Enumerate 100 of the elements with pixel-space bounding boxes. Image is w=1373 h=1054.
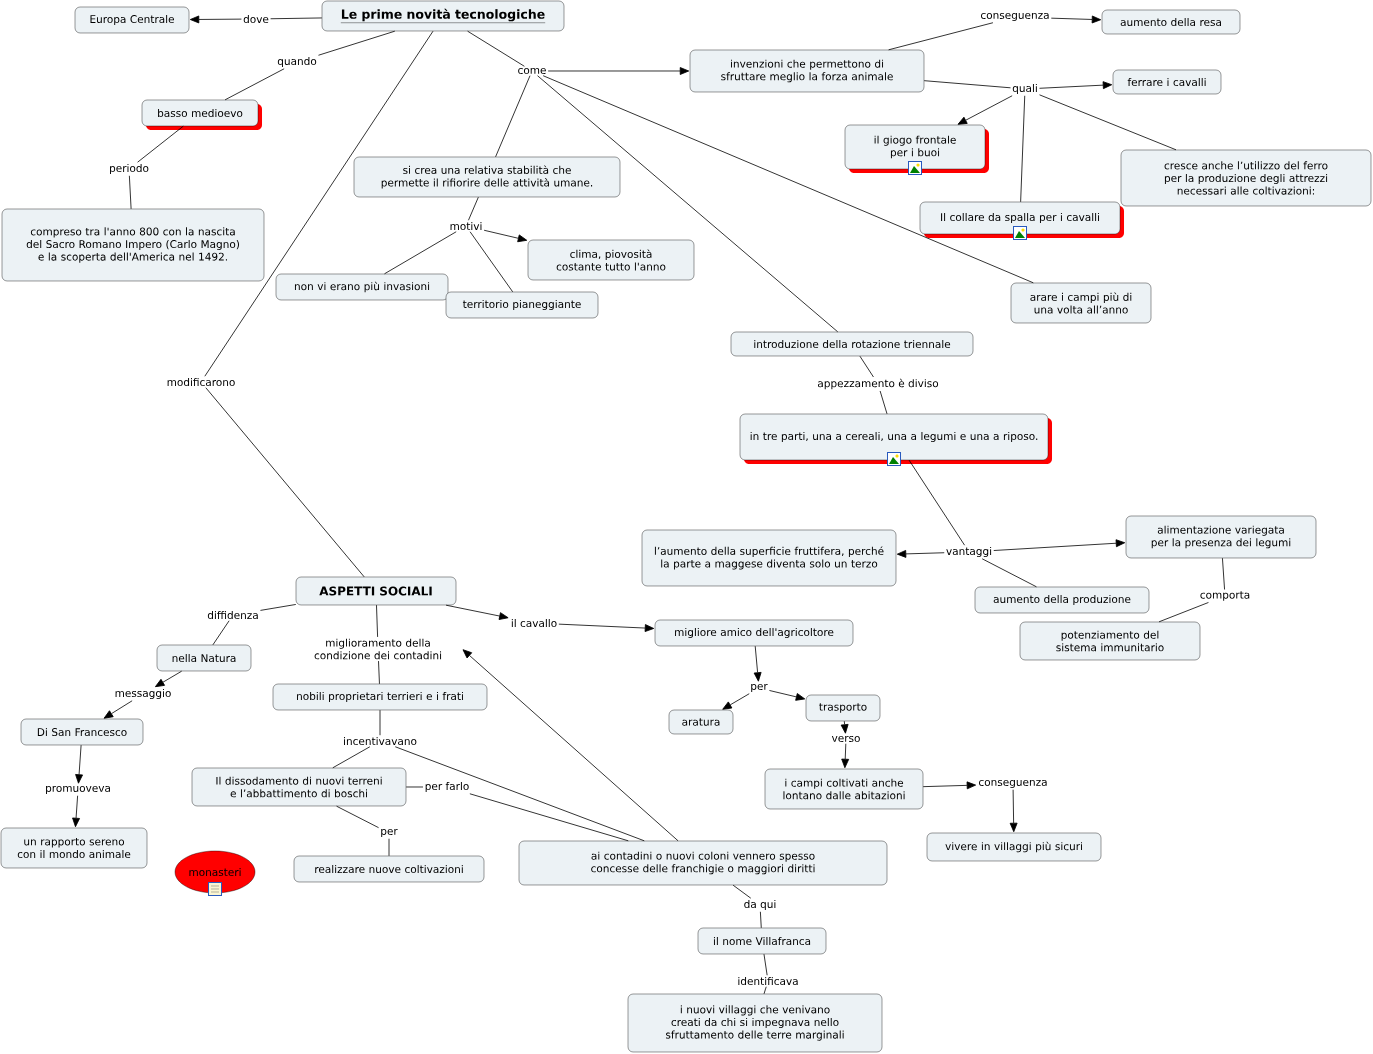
connector-line	[542, 75, 1034, 284]
concept-box: aratura	[668, 709, 734, 735]
concept-box: ASPETTI SOCIALI	[295, 576, 457, 606]
connector-line	[388, 838, 390, 857]
connector-line	[769, 690, 806, 701]
concept-box: Europa Centrale	[74, 6, 190, 34]
linking-phrase: promuoveva	[46, 785, 110, 795]
connector-line	[922, 781, 977, 790]
connector-line	[270, 17, 323, 20]
concept-box: ai contadini o nuovi coloni vennero spesso concesse delle franchigie o maggiori diritti	[518, 840, 888, 886]
concept-box: i nuovi villaggi che venivano creati da chi si impegnava nello sfruttamento delle terre marginali	[627, 993, 883, 1053]
connector-line	[879, 390, 888, 415]
concept-box: nobili proprietari terrieri e i frati	[272, 683, 488, 711]
connector-line	[732, 884, 752, 899]
concept-box: alimentazione variegata per la presenza dei legumi	[1125, 515, 1317, 559]
linking-phrase: come	[518, 68, 546, 74]
linking-phrase: modificarono	[167, 377, 235, 387]
connector-line	[462, 649, 679, 842]
connector-line	[840, 720, 849, 734]
linking-phrase: da qui	[744, 899, 776, 911]
concept-box: introduzione della rotazione triennale	[730, 331, 974, 357]
connector-line	[75, 744, 83, 784]
connector-line	[467, 30, 525, 67]
connector-line	[1050, 15, 1102, 24]
concept-box: nella Natura	[156, 644, 252, 672]
connector-line	[993, 539, 1126, 551]
concept-box: basso medioevo	[141, 99, 262, 130]
connector-line	[260, 604, 297, 611]
connector-line	[204, 30, 434, 377]
connector-line	[483, 229, 528, 243]
connector-line	[224, 68, 285, 101]
connector-line	[495, 75, 531, 158]
connector-line	[155, 670, 183, 688]
connector-line	[1039, 94, 1177, 151]
concept-box: si crea una relativa stabilità che permette il rifiorire delle attività umane.	[353, 156, 621, 198]
connector-line	[469, 231, 514, 293]
linking-phrase: quali	[1012, 83, 1037, 95]
linking-phrase: per farlo	[425, 781, 469, 793]
linking-phrase: appezzamento è diviso	[818, 378, 939, 390]
connector-line	[547, 67, 690, 75]
linking-phrase: per	[381, 828, 398, 838]
connector-line	[763, 953, 768, 976]
connector-line	[537, 75, 839, 333]
concept-box: compreso tra l'anno 800 con la nascita del Sacro Romano Impero (Carlo Magno) e la scoperta dell'America nel 1492.	[1, 208, 265, 282]
connector-line	[469, 793, 629, 842]
connector-line	[332, 746, 371, 769]
connector-line	[1020, 95, 1026, 203]
linking-phrase: comporta	[1200, 591, 1250, 601]
linking-phrase: motivi	[450, 221, 482, 231]
connector-line	[888, 22, 994, 51]
linking-phrase: identificava	[738, 976, 798, 986]
linking-phrase: conseguenza	[979, 779, 1047, 789]
connector-line	[318, 30, 396, 56]
concept-box: Di San Francesco	[20, 718, 144, 746]
connector-line	[1009, 789, 1018, 833]
concept-box: invenzioni che permettono di sfruttare meglio la forza animale	[689, 49, 925, 93]
linking-phrase: messaggio	[115, 688, 171, 700]
concept-box: il giogo frontale per i buoi	[844, 124, 989, 173]
connector-line	[722, 693, 750, 710]
concept-box: in tre parti, una a cereali, una a legumi e una a riposo.	[739, 413, 1052, 464]
connector-line	[1158, 602, 1209, 623]
connector-line	[72, 795, 80, 828]
connector-line	[468, 196, 479, 221]
title-box: Le prime novità tecnologiche	[321, 0, 565, 32]
concept-box: trasporto	[805, 694, 881, 722]
connector-line	[137, 125, 184, 163]
connector-line	[405, 786, 424, 788]
concept-box: territorio pianeggiante	[445, 291, 599, 319]
concept-box: aumento della resa	[1101, 9, 1241, 35]
connector-line	[981, 558, 1037, 588]
connector-line	[763, 986, 767, 995]
linking-phrase: quando	[277, 56, 317, 68]
linking-phrase: conseguenza	[981, 12, 1049, 22]
concept-box: clima, piovosità costante tutto l'anno	[527, 239, 695, 281]
linking-phrase: miglioramento della condizione dei contadini	[314, 638, 442, 660]
concept-box: un rapporto sereno con il mondo animale	[0, 827, 148, 869]
connector-line	[384, 231, 457, 275]
concept-box: il nome Villafranca	[697, 927, 827, 955]
linking-phrase: il cavallo	[511, 618, 557, 628]
connector-line	[394, 746, 645, 842]
connector-line	[923, 80, 1011, 89]
linking-phrase: verso	[831, 736, 860, 742]
connector-line	[205, 387, 365, 578]
linking-phrase: dove	[243, 14, 269, 24]
concept-box: Il collare da spalla per i cavalli	[919, 201, 1124, 238]
concept-box: Il dissodamento di nuovi terreni e l’abbattimento di boschi	[191, 767, 407, 807]
concept-box: non vi erano più invasioni	[275, 273, 449, 301]
connector-line	[841, 743, 850, 769]
connector-line	[760, 911, 762, 929]
concept-box: aumento della produzione	[974, 586, 1150, 614]
linking-phrase: vantaggi	[946, 546, 992, 558]
connector-line	[445, 604, 509, 620]
connector-line	[1039, 81, 1113, 90]
connector-line	[379, 709, 381, 736]
connector-line	[336, 805, 379, 829]
connector-line	[908, 459, 965, 546]
connector-line	[128, 175, 132, 210]
linking-phrase: diffidenza	[207, 610, 258, 620]
concept-box: realizzare nuove coltivazioni	[293, 855, 485, 883]
connector-line	[558, 623, 655, 632]
